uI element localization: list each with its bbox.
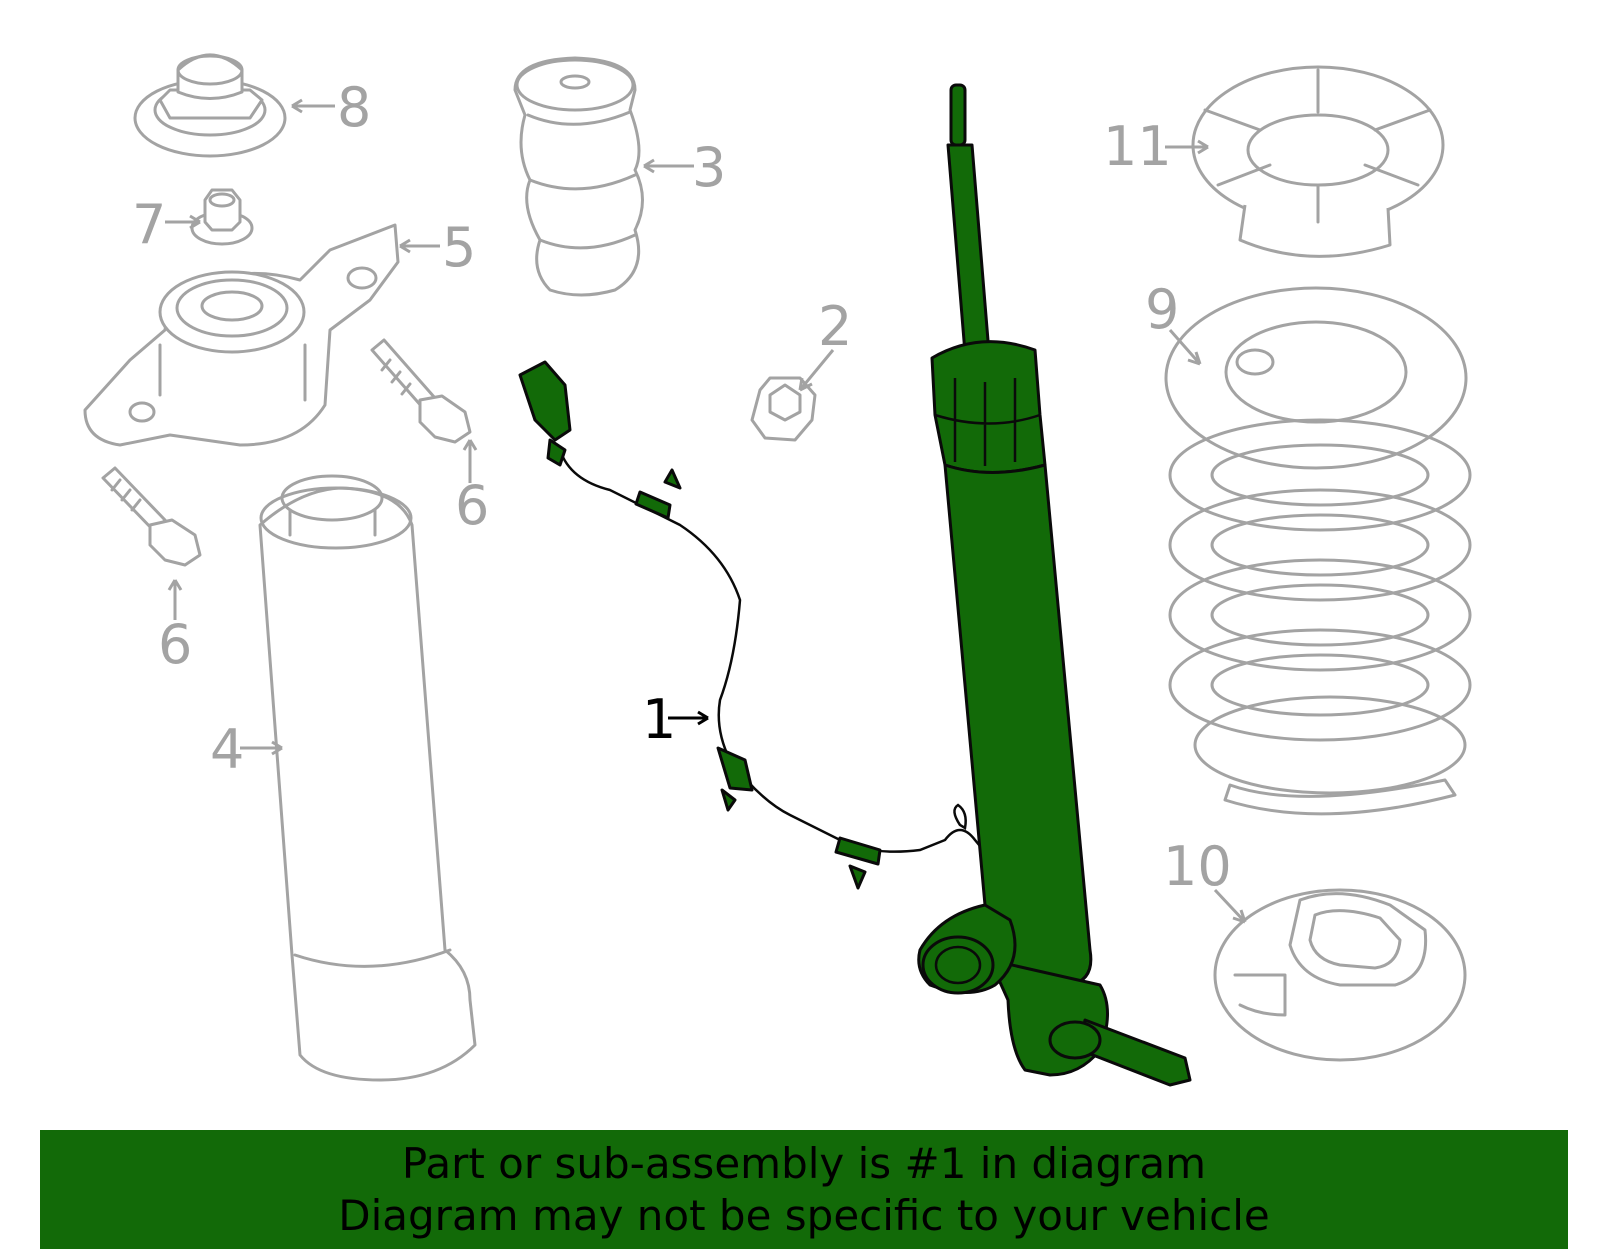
- callout-2: 2: [818, 295, 852, 358]
- callout-11: 11: [1103, 115, 1172, 178]
- part-6-bolt-left: [101, 466, 202, 567]
- banner-line-2: Diagram may not be specific to your vehi…: [338, 1191, 1270, 1240]
- part-3-bump-stop: [513, 56, 644, 297]
- parts-diagram: 1 2 3 4 5 6 6 7 8 9 10 11: [83, 53, 1472, 1087]
- callout-9: 9: [1145, 278, 1179, 341]
- leader-lines: [165, 98, 1247, 924]
- part-9-coil-spring: [1164, 286, 1472, 816]
- info-banner: Part or sub-assembly is #1 in diagram Di…: [40, 1130, 1568, 1249]
- callout-labels: 1 2 3 4 5 6 6 7 8 9 10 11: [132, 76, 1232, 898]
- callout-6-middle: 6: [455, 474, 489, 537]
- part-5-bracket: [83, 223, 400, 447]
- callout-4: 4: [210, 718, 244, 781]
- callout-6-left: 6: [158, 613, 192, 676]
- part-10-isolator: [1213, 888, 1467, 1062]
- part-1-shock-absorber: [917, 83, 1192, 1087]
- banner-line-1: Part or sub-assembly is #1 in diagram: [401, 1139, 1207, 1188]
- part-8-mount-cap: [133, 53, 287, 158]
- callout-8: 8: [337, 76, 371, 139]
- callout-3: 3: [692, 136, 726, 199]
- callout-10: 10: [1163, 835, 1232, 898]
- part-2-nut: [750, 376, 817, 442]
- part-11-isolator: [1191, 65, 1445, 258]
- callout-1: 1: [642, 688, 676, 751]
- callout-7: 7: [132, 193, 166, 256]
- part-6-bolt-middle: [370, 338, 472, 444]
- callout-5: 5: [442, 216, 476, 279]
- part-7-nut: [190, 188, 254, 246]
- part-4-dust-boot: [258, 474, 477, 1082]
